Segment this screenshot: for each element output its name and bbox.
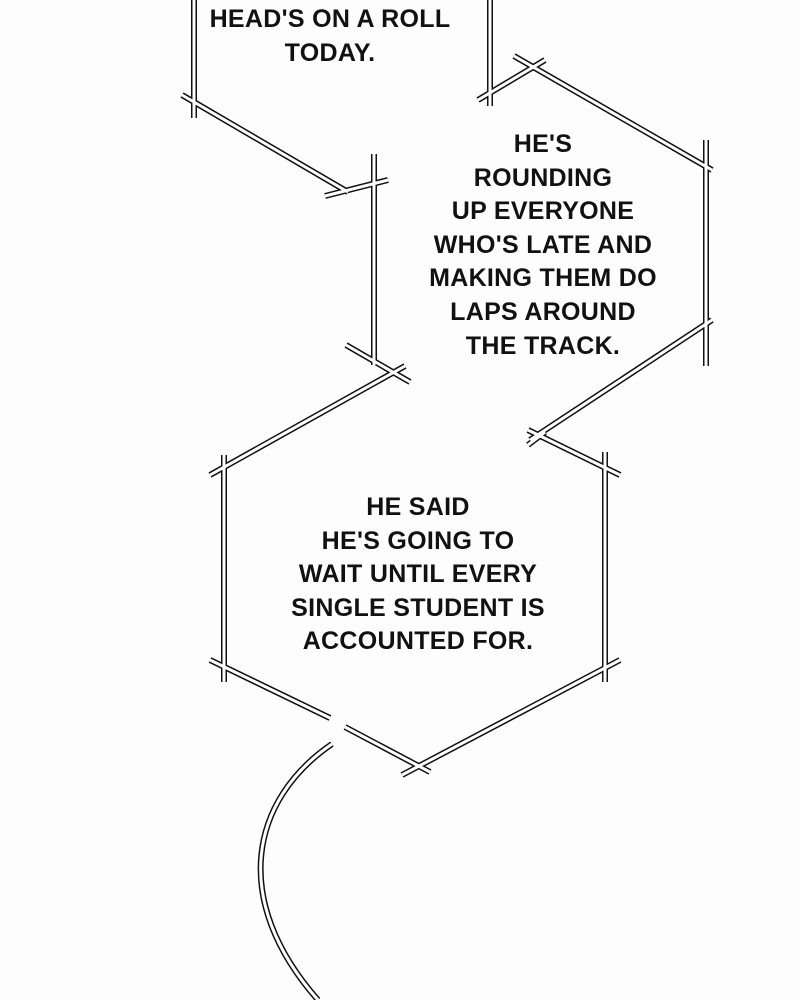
hex2-frame-inner [324,54,713,442]
bubble-tail [257,741,334,1000]
bubble-line: HEAD'S ON A ROLL [209,5,451,33]
bubble-line: WHO'S LATE AND [433,230,653,259]
bubble-line: SINGLE STUDENT IS [291,593,545,622]
bubble-line: TODAY. [284,38,376,67]
speech-bubble-1: HEAD'S ON A ROLL TODAY. [190,3,470,70]
speech-bubble-2: HE'S ROUNDING UP EVERYONE WHO'S LATE AND… [403,128,683,363]
bubble-line: HE SAID [366,493,470,521]
bubble-line: HE'S [513,130,573,158]
bubble-line: THE TRACK. [465,331,621,360]
bubble-line: WAIT UNTIL EVERY [298,560,538,589]
bubble-line: ACCOUNTED FOR. [302,627,534,656]
bubble-line: MAKING THEM DO [429,264,657,293]
hex1-frame-inner [181,0,546,194]
bubble-tail-inner [259,742,333,1000]
bubble-line: HE'S GOING TO [321,526,515,555]
bubble-line: ROUNDING [473,163,613,192]
bubble-line: UP EVERYONE [451,197,635,226]
hex3-frame-inner [209,364,621,777]
speech-bubble-3: HE SAID HE'S GOING TO WAIT UNTIL EVERY S… [268,491,568,659]
bubble-line: LAPS AROUND [450,297,636,326]
